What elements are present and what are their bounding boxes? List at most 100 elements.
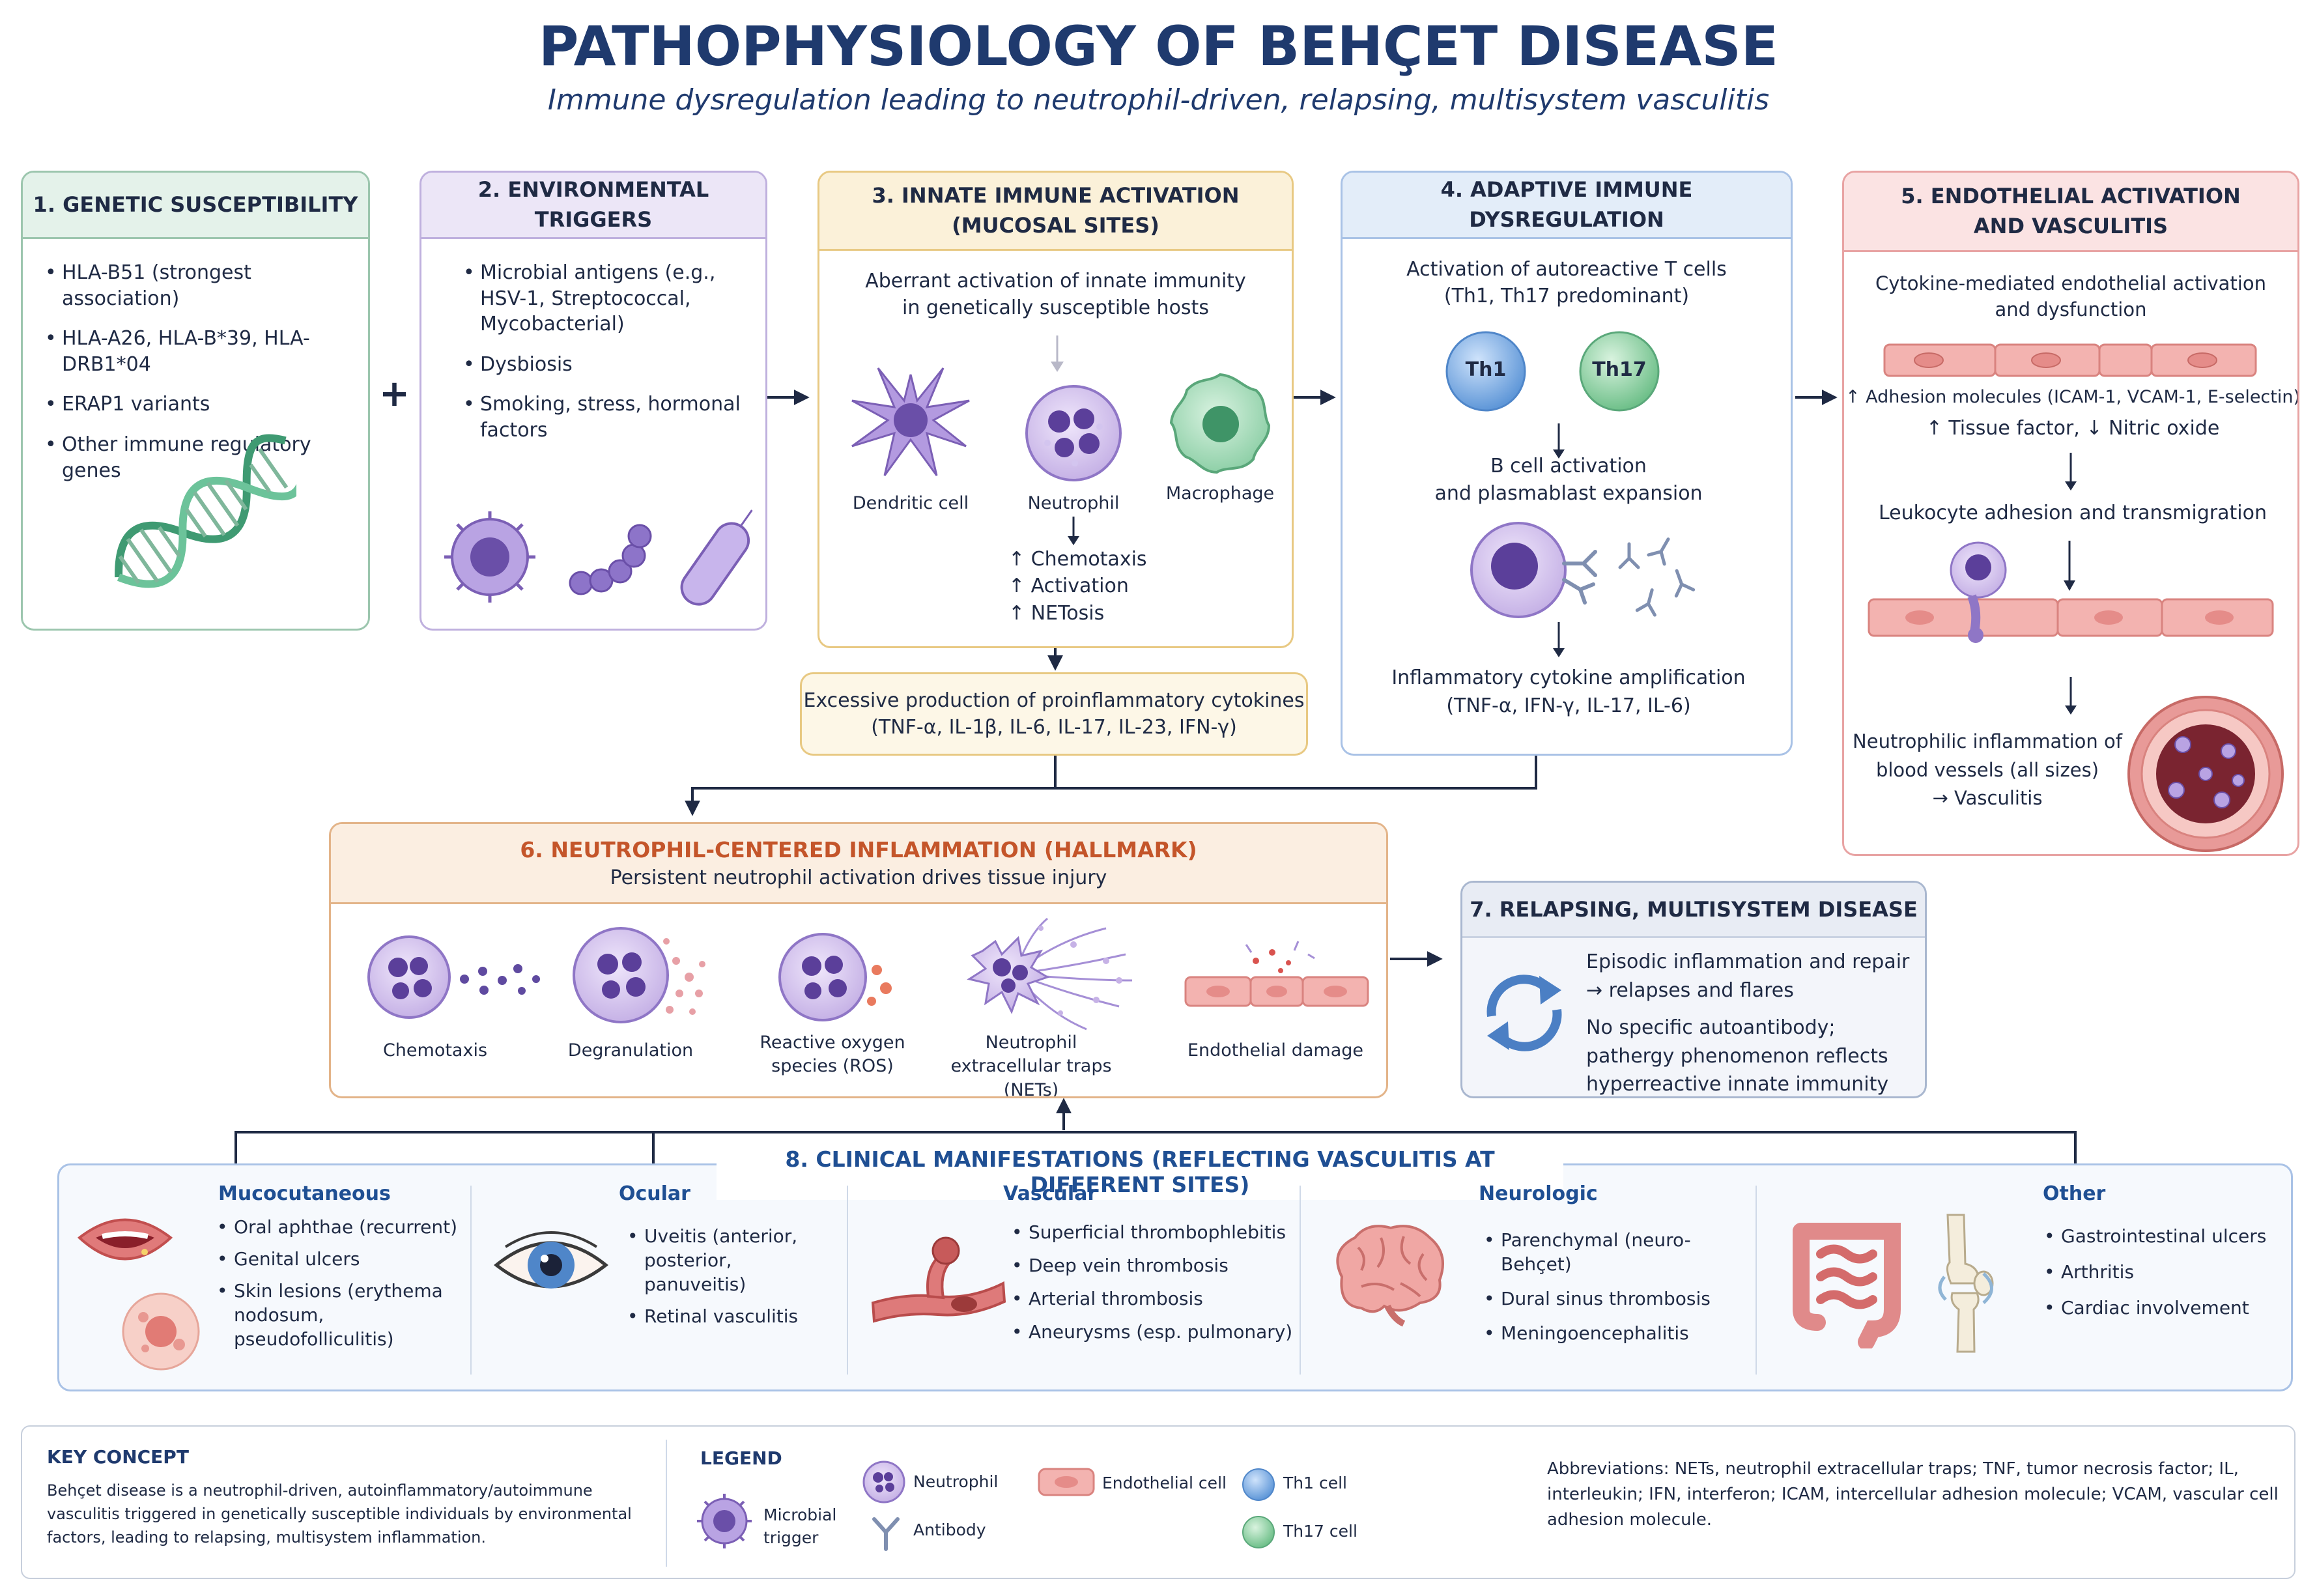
vascular-heading: Vascular: [1003, 1182, 1098, 1205]
label-neutrophil: Neutrophil: [1027, 493, 1120, 513]
panel-4-title: 4. ADAPTIVE IMMUNE DYSREGULATION: [1440, 177, 1693, 232]
th1-label: Th1: [1465, 358, 1507, 381]
dendritic-cell-icon: [851, 367, 970, 476]
b-cell-activation-line-1: B cell activation: [1490, 455, 1647, 477]
pathergy-text: No specific autoantibody; pathergy pheno…: [1586, 1016, 1889, 1096]
key-concept-title: KEY CONCEPT: [47, 1446, 189, 1468]
key-concept-text: Behçet disease is a neutrophil-driven, a…: [47, 1481, 632, 1546]
column-divider: [847, 1186, 848, 1375]
list-item: Oral aphthae (recurrent): [217, 1216, 459, 1240]
vasculitis-line-1: Neutrophilic inflammation of: [1853, 730, 2122, 752]
ocular-list: Uveitis (anterior, posterior, panuveitis…: [622, 1225, 837, 1337]
panel-5-header: 5. ENDOTHELIAL ACTIVATION AND VASCULITIS: [1844, 173, 2297, 252]
panel-1-header: 1. GENETIC SUSCEPTIBILITY: [23, 173, 368, 239]
down-arrow-icon: [2065, 453, 2077, 491]
label-degranulation: Degranulation: [567, 1040, 694, 1061]
t-cell-activation-line-1: Activation of autoreactive T cells: [1406, 258, 1727, 281]
footer-divider: [666, 1440, 667, 1567]
inflamed-vessel-icon: [2127, 696, 2284, 852]
panel-1-title: 1. GENETIC SUSCEPTIBILITY: [33, 192, 358, 217]
ros-icon: [778, 933, 892, 1021]
legend-endothelial-label: Endothelial cell: [1102, 1474, 1227, 1492]
eye-icon: [493, 1231, 609, 1289]
t-cell-activation-line-2: (Th1, Th17 predominant): [1443, 285, 1690, 308]
down-arrow-icon: [1553, 622, 1565, 657]
label-endothelial-damage: Endothelial damage: [1187, 1040, 1364, 1061]
dna-icon: [115, 434, 296, 588]
neutrophil-effects: ↑ Chemotaxis ↑ Activation ↑ NETosis: [1008, 546, 1152, 627]
abbreviations-text: Abbreviations: NETs, neutrophil extracel…: [1547, 1459, 2279, 1530]
column-divider: [1300, 1186, 1301, 1375]
mouth-icon: [77, 1218, 173, 1261]
blood-vessel-icon: [871, 1236, 1006, 1323]
degranulation-icon: [573, 927, 705, 1023]
vascular-list: Superficial thrombophlebitis Deep vein t…: [1006, 1221, 1293, 1354]
cytokine-amplification-line-1: Inflammatory cytokine amplification: [1391, 666, 1746, 689]
panel-5-title-sub: AND VASCULITIS: [1973, 213, 2168, 238]
list-item: Uveitis (anterior, posterior, panuveitis…: [627, 1225, 837, 1297]
panel-6-header: 6. NEUTROPHIL-CENTERED INFLAMMATION (HAL…: [331, 824, 1386, 904]
vasculitis-text: Neutrophilic inflammation of blood vesse…: [1851, 728, 2124, 813]
label-ros: Reactive oxygen species (ROS): [760, 1033, 905, 1077]
legend-th1-icon: [1242, 1468, 1275, 1501]
microbes-icon: [444, 509, 753, 606]
list-item: Arthritis: [2044, 1261, 2280, 1285]
label-chemotaxis: Chemotaxis: [382, 1040, 488, 1061]
label-nets: Neutrophil extracellular traps (NETs): [950, 1033, 1112, 1098]
label-dendritic-cell: Dendritic cell: [852, 493, 969, 513]
panel-7-text: Episodic inflammation and repair → relap…: [1586, 948, 1912, 1096]
vasculitis-line-2: blood vessels (all sizes): [1875, 758, 2099, 781]
list-item: Genital ulcers: [217, 1247, 459, 1272]
panel-neutrophil-inflammation: 6. NEUTROPHIL-CENTERED INFLAMMATION (HAL…: [329, 822, 1388, 1098]
effect-item: ↑ NETosis: [1008, 601, 1105, 625]
legend-microbial-label: Microbial trigger: [763, 1505, 837, 1547]
page-subtitle: Immune dysregulation leading to neutroph…: [547, 83, 1770, 117]
panel-3-description: Aberrant activation of innate immunity i…: [865, 270, 1246, 320]
macrophage-icon: [1169, 373, 1271, 474]
list-item: Deep vein thrombosis: [1012, 1254, 1293, 1278]
th17-label: Th17: [1592, 358, 1647, 381]
down-arrow-icon: [1068, 517, 1079, 545]
footer-panel: [21, 1425, 2296, 1579]
intestine-icon: [1793, 1223, 1901, 1348]
cytokine-box: Excessive production of proinflammatory …: [800, 672, 1308, 756]
endothelial-cells-icon: [1883, 343, 2257, 377]
legend-th17-icon: [1242, 1516, 1275, 1548]
relapse-text: Episodic inflammation and repair → relap…: [1586, 950, 1910, 1002]
list-item: Arterial thrombosis: [1012, 1287, 1293, 1311]
neutrophil-icon: [1025, 385, 1122, 481]
panel-relapsing-multisystem: 7. RELAPSING, MULTISYSTEM DISEASE Episod…: [1460, 881, 1927, 1098]
effect-item: ↑ Chemotaxis: [1008, 548, 1147, 571]
panel-4-header: 4. ADAPTIVE IMMUNE DYSREGULATION: [1343, 173, 1791, 239]
panel-7-title: 7. RELAPSING, MULTISYSTEM DISEASE: [1470, 897, 1918, 922]
list-item: HLA-A26, HLA-B*39, HLA-DRB1*04: [45, 326, 362, 377]
panel-2-header: 2. ENVIRONMENTAL TRIGGERS: [421, 173, 765, 239]
endothelial-desc-1: Cytokine-mediated endothelial activation: [1875, 272, 2266, 294]
cycle-icon: [1486, 975, 1562, 1051]
panel-6-subtitle: Persistent neutrophil activation drives …: [610, 866, 1107, 889]
ocular-heading: Ocular: [619, 1182, 690, 1205]
other-heading: Other: [2043, 1182, 2106, 1205]
list-item: Dysbiosis: [463, 352, 752, 378]
list-item: Smoking, stress, hormonal factors: [463, 392, 752, 443]
th1-cell-icon: [1445, 331, 1526, 412]
neurologic-heading: Neurologic: [1479, 1182, 1598, 1205]
adhesion-molecules: ↑ Adhesion molecules (ICAM-1, VCAM-1, E-…: [1845, 387, 2299, 407]
down-arrow-icon: [1553, 423, 1565, 459]
panel-7-header: 7. RELAPSING, MULTISYSTEM DISEASE: [1462, 883, 1925, 938]
knee-joint-icon: [1938, 1214, 1994, 1353]
legend-antibody-icon: [872, 1517, 900, 1551]
list-item: ERAP1 variants: [45, 392, 362, 418]
column-divider: [470, 1186, 472, 1375]
legend-neutrophil-label: Neutrophil: [913, 1472, 999, 1491]
panel-6-title: 6. NEUTROPHIL-CENTERED INFLAMMATION (HAL…: [520, 837, 1197, 862]
legend-antibody-label: Antibody: [913, 1520, 986, 1539]
panel-2-list: Microbial antigens (e.g., HSV-1, Strepto…: [458, 260, 752, 444]
label-macrophage: Macrophage: [1165, 483, 1275, 504]
down-arrow-icon: [2065, 677, 2077, 715]
endothelial-desc-2: and dysfunction: [1995, 298, 2147, 321]
th17-cell-icon: [1579, 331, 1660, 412]
cytokine-line-1: Excessive production of proinflammatory …: [803, 689, 1305, 712]
list-item: Superficial thrombophlebitis: [1012, 1221, 1293, 1245]
